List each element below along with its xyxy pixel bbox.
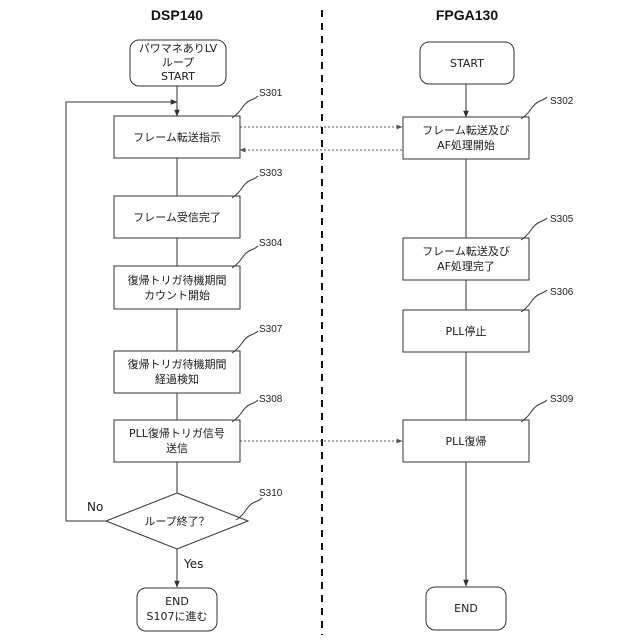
step-s306: PLL停止 S306 (403, 287, 574, 352)
step-s308-label-1: PLL復帰トリガ信号 (129, 427, 225, 440)
step-s309: PLL復帰 S309 (403, 394, 574, 462)
step-s303-leader (232, 176, 258, 198)
step-s301-label: フレーム転送指示 (133, 130, 221, 144)
dsp-end-line-2: S107に進む (147, 610, 208, 623)
header-fpga: FPGA130 (436, 7, 498, 23)
step-s305-label-2: AF処理完了 (437, 259, 495, 273)
step-s304-leader (232, 246, 258, 268)
fpga-end-label: END (454, 602, 478, 615)
fpga-end-node: END (426, 587, 506, 630)
step-s307-label-2: 経過検知 (155, 372, 199, 386)
step-s307-leader (232, 331, 258, 353)
step-s308-number: S308 (259, 394, 283, 405)
step-s307-number: S307 (259, 324, 283, 335)
step-s304-label-1: 復帰トリガ待機期間 (128, 273, 227, 287)
step-s302-leader (521, 97, 547, 119)
step-s303-label: フレーム受信完了 (133, 210, 221, 224)
fpga-start-node: START (420, 42, 514, 84)
dsp-start-node: パワマネありLV ループ START (130, 40, 226, 86)
step-s302-number: S302 (550, 96, 574, 107)
step-s301: フレーム転送指示 S301 (114, 88, 283, 158)
decision-s310-number: S310 (259, 488, 283, 499)
step-s302-label-1: フレーム転送及び (422, 123, 510, 137)
step-s307: 復帰トリガ待機期間 経過検知 S307 (114, 324, 283, 393)
step-s306-label: PLL停止 (446, 324, 487, 338)
step-s305-leader (521, 218, 547, 240)
step-s308-leader (232, 400, 258, 422)
step-s308: PLL復帰トリガ信号 送信 S308 (114, 394, 283, 462)
step-s305-label-1: フレーム転送及び (422, 244, 510, 258)
dsp-end-line-1: END (165, 595, 189, 608)
dsp-start-line-2: ループ (162, 56, 194, 69)
decision-s310-label: ループ終了？ (144, 514, 209, 528)
dsp-start-line-3: START (161, 70, 195, 83)
fpga-start-label: START (450, 57, 484, 70)
step-s309-leader (521, 400, 547, 422)
decision-no-label: No (87, 500, 103, 514)
dsp-start-line-1: パワマネありLV (139, 42, 218, 55)
decision-s310: ループ終了？ S310 (106, 488, 283, 549)
step-s305-number: S305 (550, 214, 574, 225)
step-s303: フレーム受信完了 S303 (114, 168, 283, 238)
step-s301-leader (232, 96, 258, 118)
step-s308-label-2: 送信 (166, 441, 188, 455)
step-s304-label-2: カウント開始 (144, 288, 210, 302)
step-s304: 復帰トリガ待機期間 カウント開始 S304 (114, 238, 283, 309)
step-s305: フレーム転送及び AF処理完了 S305 (403, 214, 574, 280)
step-s303-number: S303 (259, 168, 283, 179)
header-dsp: DSP140 (151, 7, 203, 23)
step-s306-number: S306 (550, 287, 574, 298)
step-s301-number: S301 (259, 88, 283, 99)
decision-yes-label: Yes (183, 557, 203, 571)
step-s306-leader (521, 290, 547, 312)
step-s302-label-2: AF処理開始 (437, 138, 495, 152)
step-s309-number: S309 (550, 394, 574, 405)
dsp-end-node: END S107に進む (137, 588, 217, 631)
step-s309-label: PLL復帰 (446, 435, 487, 448)
step-s304-number: S304 (259, 238, 283, 249)
step-s307-label-1: 復帰トリガ待機期間 (128, 357, 227, 371)
decision-s310-leader (236, 498, 262, 520)
step-s302: フレーム転送及び AF処理開始 S302 (403, 96, 574, 159)
